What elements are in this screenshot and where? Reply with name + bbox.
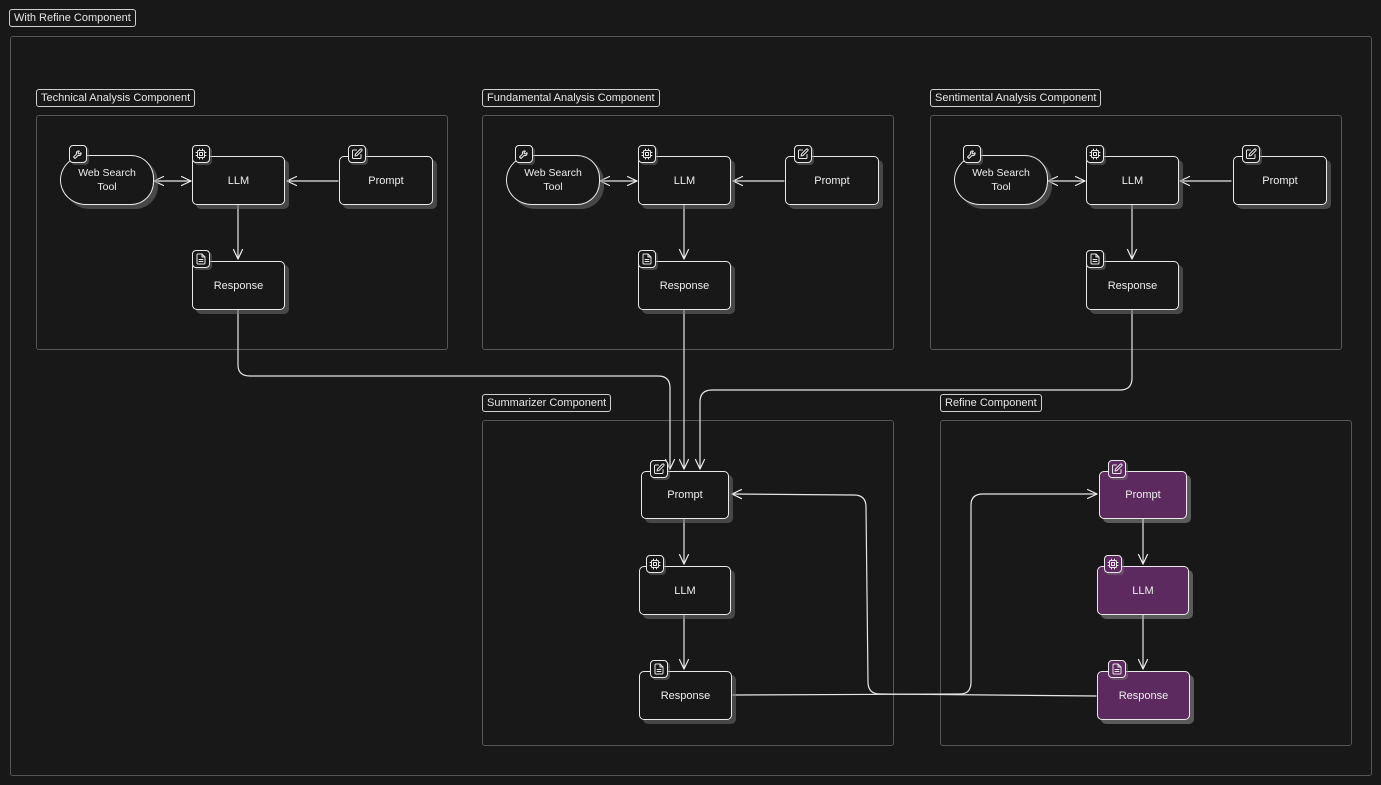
edit-icon xyxy=(348,145,366,163)
edit-icon xyxy=(1108,460,1126,478)
technical-prompt-node[interactable]: Prompt xyxy=(339,145,433,205)
arrow-sent-response-to-summarizer-prompt xyxy=(694,309,1133,470)
wrench-icon xyxy=(69,145,87,163)
outer-title: With Refine Component xyxy=(9,9,136,27)
fundamental-response-node[interactable]: Response xyxy=(638,250,731,310)
wrench-icon xyxy=(963,145,981,163)
refine-title: Refine Component xyxy=(940,394,1042,412)
sentimental-response-node[interactable]: Response xyxy=(1086,250,1179,310)
fundamental-prompt-node[interactable]: Prompt xyxy=(785,145,879,205)
summarizer-llm-label: LLM xyxy=(674,584,696,597)
fundamental-title: Fundamental Analysis Component xyxy=(482,89,660,107)
edit-icon xyxy=(1242,145,1260,163)
summarizer-response-node[interactable]: Response xyxy=(639,660,732,720)
sentimental-response-label: Response xyxy=(1107,279,1158,292)
fundamental-frame xyxy=(482,115,894,350)
sentimental-llm-node[interactable]: LLM xyxy=(1086,145,1179,205)
fundamental-web-search-tool-node[interactable]: Web Search Tool xyxy=(506,145,600,205)
chip-icon xyxy=(1086,145,1104,163)
refine-frame xyxy=(940,420,1352,746)
technical-prompt-label: Prompt xyxy=(368,174,404,187)
fundamental-prompt-label: Prompt xyxy=(814,174,850,187)
summarizer-prompt-node[interactable]: Prompt xyxy=(641,460,729,519)
document-icon xyxy=(638,250,656,268)
technical-llm-label: LLM xyxy=(227,174,250,187)
technical-llm-node[interactable]: LLM xyxy=(192,145,285,205)
summarizer-prompt-label: Prompt xyxy=(667,489,703,501)
fundamental-tool-label: Web Search Tool xyxy=(524,167,582,193)
edit-icon xyxy=(650,460,668,478)
sentimental-frame xyxy=(930,115,1342,350)
fundamental-response-label: Response xyxy=(659,279,710,292)
chip-icon xyxy=(192,145,210,163)
wrench-icon xyxy=(515,145,533,163)
document-icon xyxy=(192,250,210,268)
arrow-tech-response-to-summarizer-prompt xyxy=(237,309,676,470)
chip-icon xyxy=(646,555,664,573)
refine-response-node[interactable]: Response xyxy=(1097,660,1190,720)
chip-icon xyxy=(1104,555,1122,573)
refine-llm-label: LLM xyxy=(1132,584,1154,597)
edit-icon xyxy=(794,145,812,163)
summarizer-title: Summarizer Component xyxy=(482,394,612,412)
summarizer-response-label: Response xyxy=(660,689,711,702)
technical-web-search-tool-node[interactable]: Web Search Tool xyxy=(60,145,154,205)
document-icon xyxy=(1086,250,1104,268)
chip-icon xyxy=(638,145,656,163)
refine-response-label: Response xyxy=(1118,689,1169,702)
sentimental-web-search-tool-node[interactable]: Web Search Tool xyxy=(954,145,1048,205)
technical-tool-label: Web Search Tool xyxy=(78,167,136,193)
sentimental-title: Sentimental Analysis Component xyxy=(930,89,1102,107)
fundamental-llm-node[interactable]: LLM xyxy=(638,145,731,205)
refine-llm-node[interactable]: LLM xyxy=(1097,555,1189,615)
arrow-refine-response-to-summarizer-prompt xyxy=(731,488,1097,697)
document-icon xyxy=(1108,660,1126,678)
refine-prompt-node[interactable]: Prompt xyxy=(1099,460,1187,519)
document-icon xyxy=(650,660,668,678)
summarizer-frame xyxy=(482,420,894,746)
fundamental-llm-label: LLM xyxy=(673,174,696,187)
summarizer-llm-node[interactable]: LLM xyxy=(639,555,731,615)
technical-response-node[interactable]: Response xyxy=(192,250,285,310)
sentimental-tool-label: Web Search Tool xyxy=(972,167,1030,193)
technical-title: Technical Analysis Component xyxy=(36,89,196,107)
sentimental-prompt-label: Prompt xyxy=(1262,174,1298,187)
outer-frame xyxy=(10,36,1372,776)
arrow-summ-response-to-refine-prompt xyxy=(732,488,1098,696)
refine-prompt-label: Prompt xyxy=(1125,489,1161,501)
technical-frame xyxy=(36,115,448,350)
sentimental-llm-label: LLM xyxy=(1121,174,1144,187)
sentimental-prompt-node[interactable]: Prompt xyxy=(1233,145,1327,205)
technical-response-label: Response xyxy=(213,279,264,292)
